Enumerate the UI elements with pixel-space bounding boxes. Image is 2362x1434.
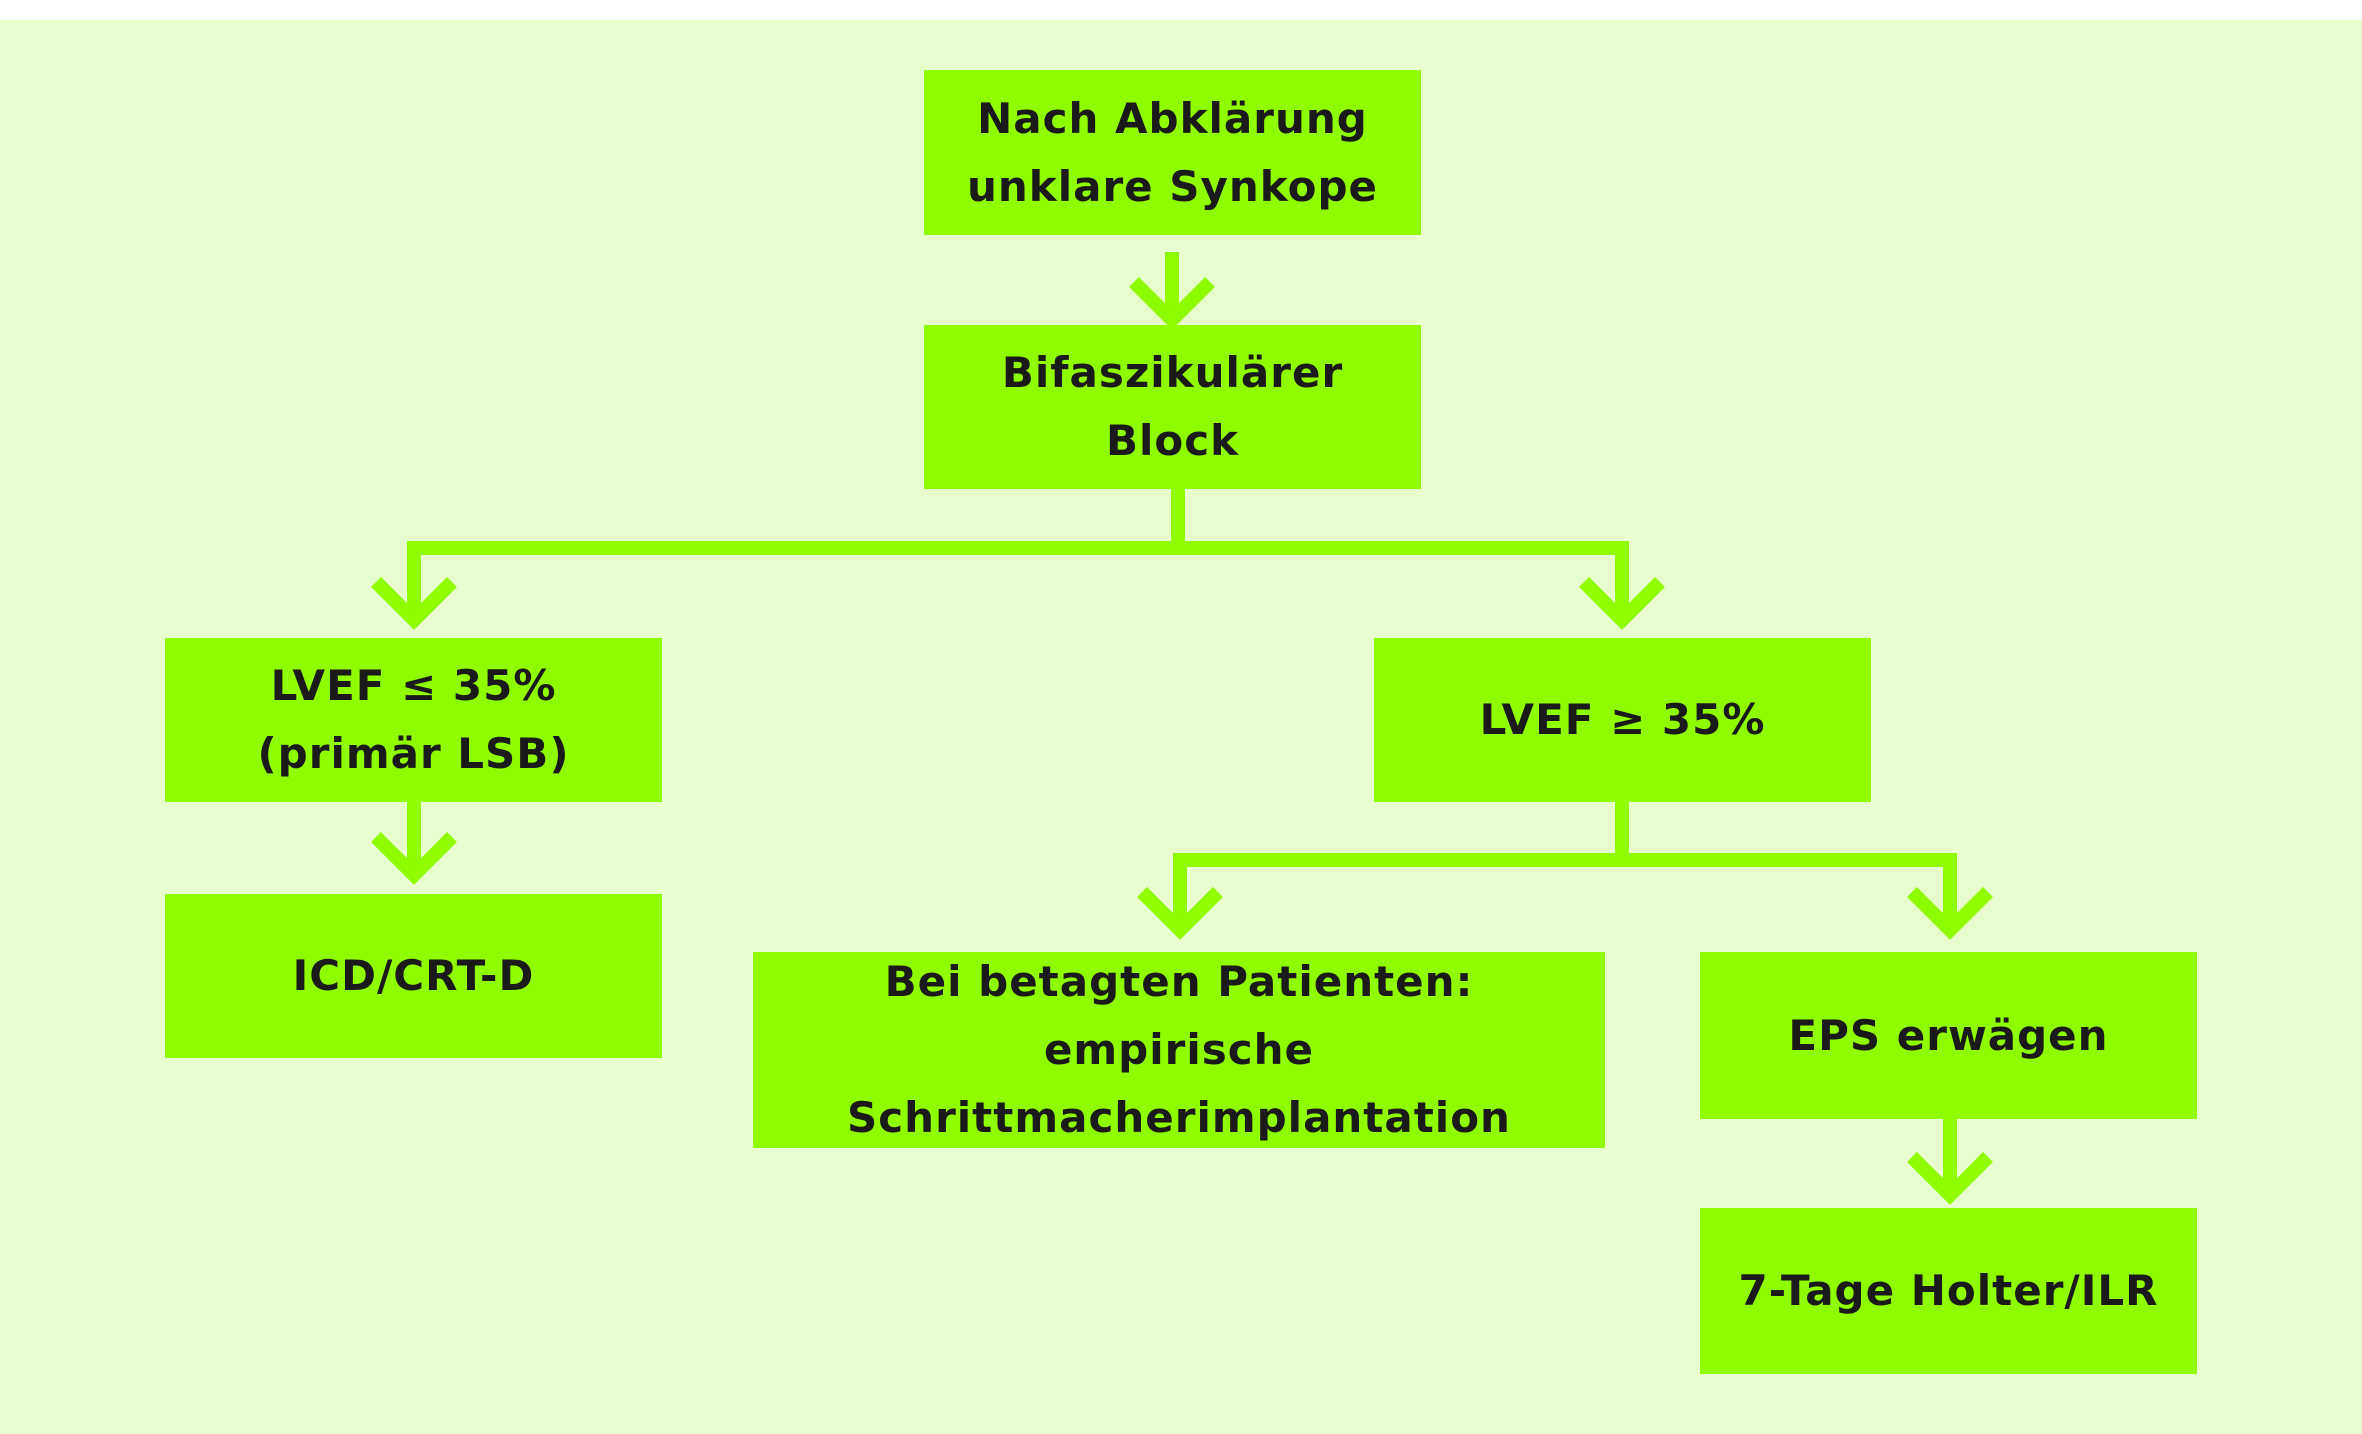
arrow-head-to-lvef-high bbox=[1579, 577, 1665, 630]
node-holter-label: 7-Tage Holter/ILR bbox=[1738, 1266, 2159, 1315]
node-icd-label: ICD/CRT-D bbox=[292, 951, 535, 1000]
arrow-head-start-to-bifascicular bbox=[1129, 277, 1215, 330]
node-eps-label: EPS erwägen bbox=[1788, 1010, 2109, 1060]
node-lvef-high-label: LVEF ≥ 35% bbox=[1479, 695, 1766, 744]
arrow-head-lvef-low-to-icd bbox=[371, 832, 457, 885]
node-lvef-high: LVEF ≥ 35% bbox=[1374, 638, 1871, 802]
arrow-head-to-eps bbox=[1907, 887, 1993, 940]
arrow-head-to-pacemaker bbox=[1137, 887, 1223, 940]
connector-lvef-high-split bbox=[1180, 802, 1950, 867]
node-lvef-low-label: LVEF ≤ 35% (primär LSB) bbox=[257, 661, 570, 778]
node-holter: 7-Tage Holter/ILR bbox=[1700, 1208, 2197, 1374]
node-start: Nach Abklärung unklare Synkope bbox=[924, 70, 1421, 235]
node-pacemaker-label: Bei betagten Patienten: empirische Schri… bbox=[847, 957, 1511, 1142]
node-eps: EPS erwägen bbox=[1700, 952, 2197, 1119]
flowchart-canvas: Nach Abklärung unklare Synkope Bifasziku… bbox=[0, 20, 2362, 1434]
node-pacemaker: Bei betagten Patienten: empirische Schri… bbox=[753, 952, 1605, 1148]
connector-bifascicular-split bbox=[414, 489, 1622, 555]
node-bifascicular-label: Bifaszikulärer Block bbox=[1001, 348, 1344, 465]
node-bifascicular: Bifaszikulärer Block bbox=[924, 325, 1421, 489]
connectors bbox=[371, 252, 1993, 1205]
node-icd: ICD/CRT-D bbox=[165, 894, 662, 1058]
arrow-head-eps-to-holter bbox=[1907, 1152, 1993, 1205]
node-lvef-low: LVEF ≤ 35% (primär LSB) bbox=[165, 638, 662, 802]
arrow-head-to-lvef-low bbox=[371, 577, 457, 630]
node-start-label: Nach Abklärung unklare Synkope bbox=[966, 93, 1379, 211]
